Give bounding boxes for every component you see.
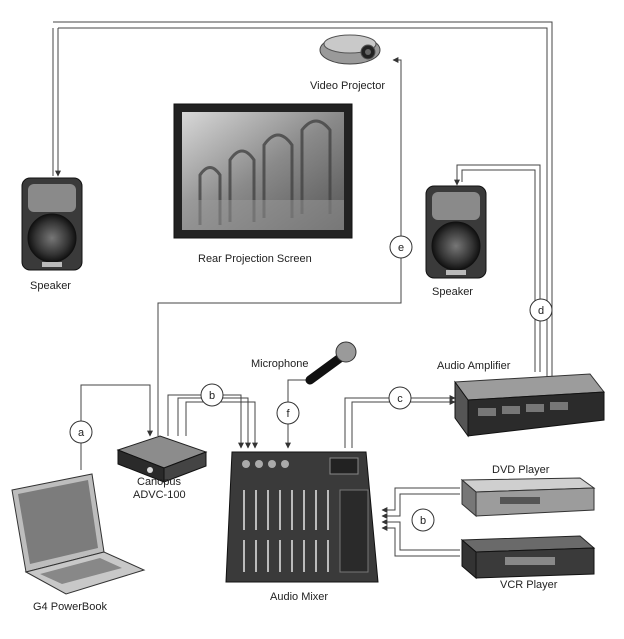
- marker-a-label: a: [78, 427, 85, 439]
- marker-b-right-label: b: [420, 515, 426, 527]
- speaker-left-graphic: [21, 177, 83, 271]
- marker-e: e: [389, 235, 413, 259]
- marker-f: f: [276, 401, 300, 425]
- marker-d-label: d: [538, 305, 544, 317]
- vcr-player-graphic: [460, 535, 596, 580]
- marker-c-label: c: [397, 393, 403, 405]
- label-canopus-line2: ADVC-100: [133, 489, 186, 501]
- line-c-2: [351, 399, 456, 448]
- label-rear-projection-screen: Rear Projection Screen: [198, 253, 312, 265]
- marker-c: c: [388, 386, 412, 410]
- rear-projection-screen: [173, 103, 353, 239]
- line-top-loop-3: [53, 21, 553, 378]
- canopus-graphic: [116, 435, 208, 483]
- line-vcr-1: [381, 525, 460, 557]
- connection-markers: a b b c d e f: [69, 235, 553, 532]
- audio-amplifier-graphic: [454, 373, 605, 438]
- line-c-1: [344, 395, 456, 448]
- line-right-speaker-b: [461, 169, 536, 372]
- label-microphone: Microphone: [251, 358, 309, 370]
- label-powerbook: G4 PowerBook: [33, 601, 107, 613]
- marker-a: a: [69, 420, 93, 444]
- line-right-speaker-a: [454, 164, 541, 372]
- line-e: [157, 57, 402, 436]
- line-b-3: [185, 401, 258, 449]
- marker-b-right: b: [411, 508, 435, 532]
- line-f: [285, 379, 306, 449]
- line-vcr-2: [381, 519, 460, 551]
- marker-d: d: [529, 298, 553, 322]
- speaker-right-graphic: [425, 185, 487, 279]
- label-video-projector: Video Projector: [310, 80, 386, 92]
- label-dvd-player: DVD Player: [492, 464, 550, 476]
- powerbook-graphic: [11, 473, 146, 595]
- dvd-player-graphic: [460, 477, 596, 518]
- label-speaker-left: Speaker: [30, 280, 71, 292]
- microphone-graphic: [305, 341, 357, 385]
- label-vcr-player: VCR Player: [500, 579, 558, 591]
- marker-e-label: e: [398, 242, 404, 254]
- line-top-loop: [58, 27, 548, 380]
- label-canopus-line1: Canopus: [137, 476, 182, 488]
- audio-mixer-graphic: [225, 451, 379, 583]
- label-speaker-right: Speaker: [432, 286, 473, 298]
- marker-b-top-label: b: [209, 390, 215, 402]
- video-projector: [319, 34, 381, 65]
- label-audio-amplifier: Audio Amplifier: [437, 360, 511, 372]
- line-dvd-2: [381, 493, 460, 519]
- connection-lines: [52, 21, 553, 557]
- marker-f-label: f: [286, 408, 290, 420]
- line-dvd-1: [381, 487, 460, 513]
- label-audio-mixer: Audio Mixer: [270, 591, 329, 603]
- marker-b-top: b: [200, 383, 224, 407]
